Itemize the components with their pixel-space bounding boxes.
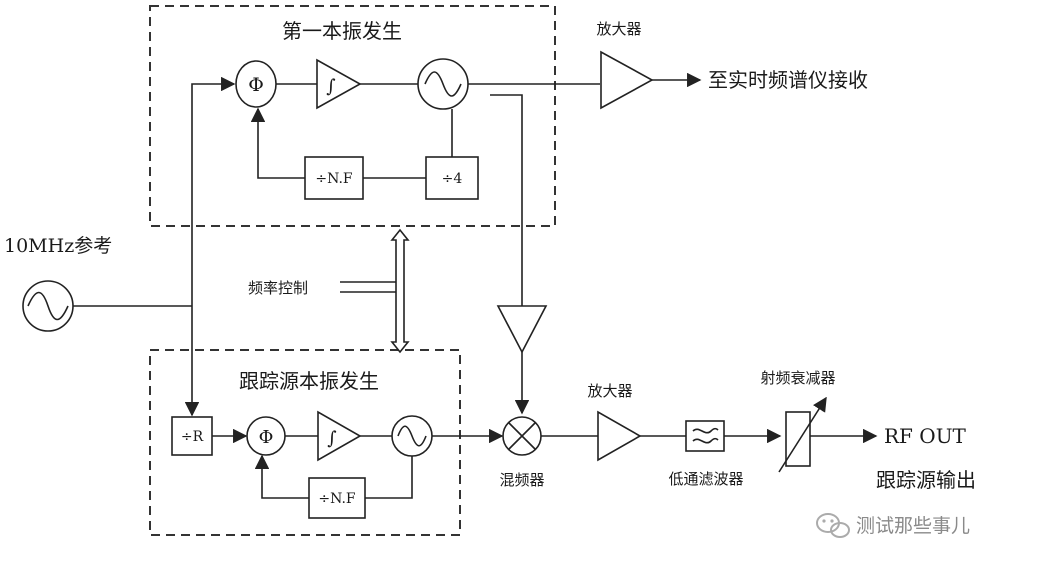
frequency-control-label: 频率控制	[248, 279, 308, 297]
reference-to-first-phi-wire	[191, 76, 236, 306]
svg-text:÷N.F: ÷N.F	[315, 171, 353, 187]
first-lo-group-box	[149, 5, 556, 227]
svg-text:∫: ∫	[326, 76, 336, 97]
svg-text:÷4: ÷4	[442, 171, 463, 187]
lowpass-filter	[685, 420, 725, 452]
bottom-amplifier	[597, 410, 642, 462]
reference-oscillator	[22, 280, 74, 332]
tracking-lo-title: 跟踪源本振发生	[239, 369, 379, 393]
rf-attenuator-label: 射频衰减器	[760, 369, 835, 387]
tracking-integrator-amp: ∫	[317, 410, 362, 462]
svg-text:÷N.F: ÷N.F	[318, 491, 356, 507]
wechat-icon	[816, 513, 850, 538]
first-integrator-amp: ∫	[316, 58, 362, 110]
mixer-label: 混频器	[499, 471, 544, 489]
mixer	[502, 416, 542, 456]
to-analyzer-label: 至实时频谱仪接收	[708, 68, 868, 92]
div4-block: ÷4	[425, 156, 479, 200]
rf-out-label: RF OUT	[884, 424, 967, 448]
svg-text:Φ: Φ	[259, 427, 274, 448]
tracking-feedback-wire	[254, 454, 309, 499]
first-lo-title: 第一本振发生	[282, 19, 402, 43]
top-amplifier	[600, 50, 654, 110]
div-r-block: ÷R	[171, 416, 213, 456]
tracking-vco	[391, 415, 433, 457]
tracking-div-nf-block: ÷N.F	[308, 477, 366, 519]
rf-attenuator	[778, 396, 827, 473]
mixer-lo-amplifier	[496, 305, 548, 354]
svg-text:∫: ∫	[327, 428, 337, 449]
bottom-amplifier-label: 放大器	[587, 382, 632, 400]
lo-to-mixer-wire	[490, 94, 523, 306]
first-phase-detector: Φ	[235, 60, 277, 108]
first-vco	[417, 58, 469, 110]
first-feedback-wire	[250, 107, 305, 179]
tracking-phase-detector: Φ	[246, 416, 286, 456]
tracking-feedback-to-divnf-wire	[365, 456, 413, 499]
first-div-nf-block: ÷N.F	[304, 156, 364, 200]
tracking-lo-group-box	[149, 349, 461, 536]
tracking-output-label: 跟踪源输出	[876, 468, 976, 492]
lowpass-filter-label: 低通滤波器	[668, 470, 743, 488]
svg-text:Φ: Φ	[248, 74, 264, 96]
svg-text:÷R: ÷R	[181, 429, 204, 445]
reference-label: 10MHz参考	[4, 235, 112, 257]
top-amplifier-label: 放大器	[596, 20, 641, 38]
frequency-control-arrow	[340, 228, 410, 354]
watermark-text: 测试那些事儿	[856, 515, 970, 537]
